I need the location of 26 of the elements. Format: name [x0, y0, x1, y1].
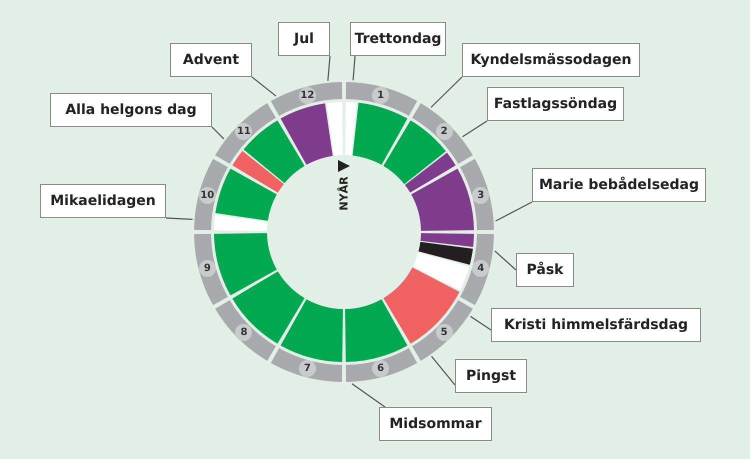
label-box: Mikaelidagen	[40, 184, 166, 218]
leader-line	[431, 356, 456, 386]
label-box: Kyndelsmässodagen	[462, 43, 640, 77]
leader-line	[352, 56, 356, 80]
leader-line	[352, 383, 386, 408]
leader-line	[470, 316, 492, 330]
label-box: Alla helgons dag	[50, 93, 212, 127]
label-box: Midsommar	[379, 407, 492, 441]
label-box: Fastlagssöndag	[487, 87, 624, 121]
label-box: Jul	[278, 22, 330, 56]
leader-line	[327, 56, 331, 81]
label-box: Trettondag	[350, 22, 446, 56]
leader-line	[495, 201, 532, 222]
leader-line	[252, 76, 276, 97]
leader-line	[166, 217, 193, 220]
label-box: Kristi himmelsfärdsdag	[491, 308, 701, 342]
leader-line	[462, 120, 488, 138]
label-box: Marie bebådelsedag	[532, 168, 706, 202]
year-start-label: NYÅR	[338, 176, 351, 210]
leader-line	[494, 250, 516, 270]
month-number: 11	[235, 123, 252, 140]
leader-line	[430, 76, 462, 108]
label-box: Pingst	[455, 359, 527, 393]
label-box: Påsk	[516, 253, 574, 287]
leader-line	[212, 126, 224, 140]
label-box: Advent	[170, 43, 252, 77]
